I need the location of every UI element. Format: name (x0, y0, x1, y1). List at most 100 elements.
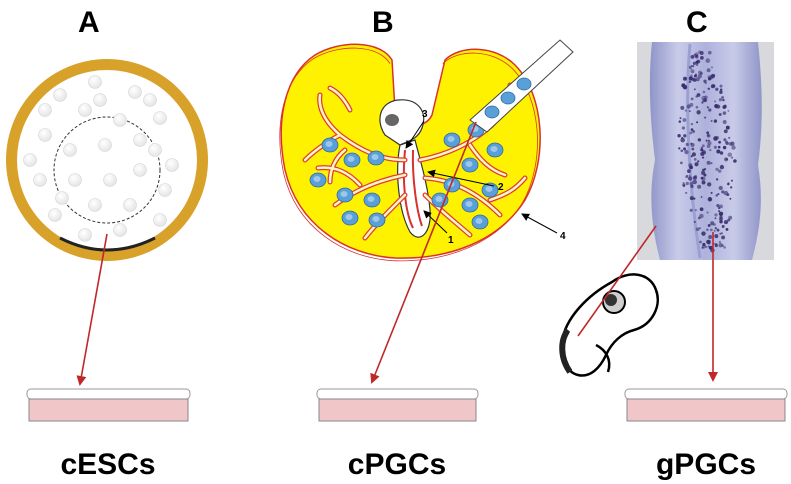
stain-dot (693, 74, 697, 78)
stain-dot (706, 211, 709, 214)
stain-dot (688, 80, 692, 83)
stain-dot (723, 129, 728, 134)
stain-dot (693, 88, 696, 91)
stain-dot (710, 66, 714, 69)
stain-dot (722, 120, 727, 124)
pgc-nucleus (340, 191, 348, 197)
circulating-pgcs (309, 122, 504, 230)
stain-dot (723, 138, 727, 142)
stain-dot (705, 245, 708, 248)
label-cescs: cESCs (60, 448, 155, 481)
stain-dot (714, 213, 718, 217)
callout-label-4: 4 (560, 231, 566, 242)
stain-dot (687, 169, 691, 173)
stain-dot (718, 210, 721, 213)
arrow-embryo-to-gonad (577, 225, 657, 337)
stain-dot (710, 221, 715, 226)
stain-dot (701, 144, 705, 148)
pgc-nucleus (475, 218, 483, 224)
stain-dot (687, 176, 693, 181)
stain-dot (697, 160, 700, 163)
stain-dot (682, 183, 686, 187)
stain-dot (704, 116, 707, 119)
stain-dot (724, 140, 729, 144)
colony-outline (53, 116, 161, 224)
stain-dot (721, 190, 725, 194)
es-cell (78, 228, 92, 242)
stain-dot (725, 227, 729, 231)
stain-dot (688, 76, 693, 81)
stain-dot (695, 60, 699, 64)
pgc-nucleus (313, 176, 321, 182)
stain-dot (694, 208, 697, 212)
es-cell (148, 143, 162, 157)
stain-dot (710, 162, 713, 165)
stain-dot (719, 84, 723, 88)
stain-dot (688, 66, 692, 69)
stain-dot (689, 181, 694, 186)
stain-dot (689, 196, 694, 201)
stain-dot (699, 213, 704, 219)
es-cell (128, 85, 142, 99)
micropipette (469, 39, 574, 133)
pgc-nucleus (490, 146, 498, 152)
stain-dot (689, 131, 693, 135)
stain-dot (684, 109, 687, 112)
stain-dot (677, 133, 681, 138)
stain-dot (721, 96, 724, 99)
pgc-nucleus (345, 214, 353, 220)
stain-dot (705, 58, 711, 63)
blood-vessel-lumen-segment (423, 193, 472, 237)
blood-vessel-lumen-segment (316, 166, 362, 187)
collection-arc (59, 236, 156, 252)
stain-dot (679, 117, 682, 120)
stain-dot (718, 240, 721, 244)
stain-dot (690, 74, 693, 78)
es-cell (103, 173, 117, 187)
stain-dot (701, 156, 705, 159)
es-cell (38, 103, 52, 117)
stain-dot (695, 227, 700, 232)
stain-dot (698, 227, 702, 230)
stain-dot (709, 228, 713, 232)
stain-dot (682, 181, 685, 184)
stain-dot (708, 108, 712, 112)
stain-dot (696, 121, 699, 124)
stain-dot (727, 109, 730, 112)
chick-embryo-sketch (559, 273, 659, 377)
stain-dot (706, 131, 710, 135)
stain-dot (716, 149, 721, 154)
es-cell (78, 103, 92, 117)
es-cell (68, 173, 82, 187)
stain-dot (702, 242, 706, 247)
stain-dot (701, 231, 706, 236)
callout-label-1: 1 (448, 235, 454, 246)
stain-dot (706, 134, 710, 137)
pgc-nucleus (367, 196, 375, 202)
stain-dot (708, 50, 712, 55)
stain-dot (717, 169, 722, 173)
stain-dot (715, 178, 719, 181)
stain-dot (719, 151, 724, 155)
stain-dot (718, 211, 724, 216)
stain-dot (686, 104, 691, 109)
es-cell (88, 75, 102, 89)
blood-vessel-lumen-segment (328, 148, 347, 184)
blood-vessel-lumen-segment (423, 176, 502, 217)
stain-dot (697, 73, 703, 79)
stain-dot (686, 174, 689, 177)
callout-label-2: 2 (498, 182, 504, 193)
stain-dot (719, 88, 723, 91)
stain-dot (688, 174, 691, 177)
stain-dot (719, 232, 722, 235)
stain-dot (709, 149, 712, 152)
stain-dot (700, 146, 703, 149)
stain-dot (715, 167, 719, 171)
stain-dot (710, 84, 715, 89)
stain-dot (696, 110, 701, 115)
stain-dot (723, 104, 728, 108)
es-cell (133, 163, 147, 177)
stain-dot (704, 82, 707, 85)
stain-dot (722, 145, 727, 150)
stain-dot (705, 139, 708, 142)
